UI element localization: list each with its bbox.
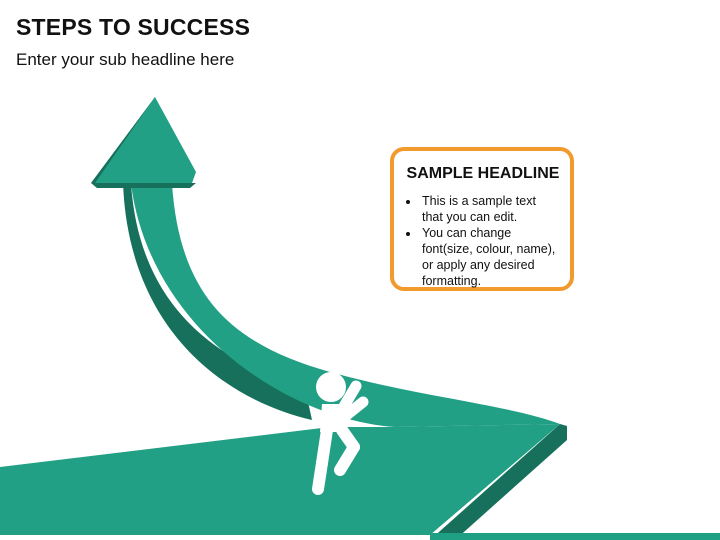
slide-title: STEPS TO SUCCESS — [16, 14, 251, 40]
callout-bullet: You can change font(size, colour, name),… — [420, 225, 560, 289]
ground-panel — [0, 424, 560, 535]
bottom-accent-bar — [430, 533, 720, 540]
arrowhead — [95, 97, 196, 183]
climbing-person-icon — [312, 372, 369, 495]
slide-subtitle: Enter your sub headline here — [16, 50, 235, 69]
arrow-shaft — [131, 184, 560, 427]
ground-panel-side — [430, 424, 567, 540]
callout-headline: SAMPLE HEADLINE — [406, 165, 560, 182]
arrowhead-side — [91, 97, 155, 185]
callout-box: SAMPLE HEADLINE This is a sample text th… — [390, 147, 574, 291]
callout-bullet-list: This is a sample text that you can edit.… — [406, 193, 560, 289]
arrowhead-bottom-side — [91, 183, 196, 188]
callout-bullet: This is a sample text that you can edit. — [420, 193, 560, 225]
